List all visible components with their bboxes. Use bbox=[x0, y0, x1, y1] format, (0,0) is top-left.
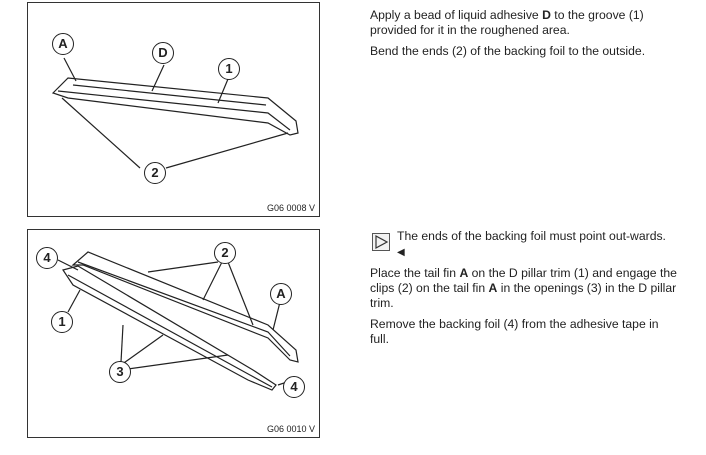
figure-2: 4 2 A 1 3 4 G06 0010 V bbox=[27, 229, 320, 438]
callout-4-top: 4 bbox=[36, 247, 58, 269]
text: Place the tail fin bbox=[370, 266, 460, 280]
callout-a: A bbox=[52, 33, 74, 55]
tail-fin-and-trim-illustration bbox=[57, 251, 299, 391]
callout-1: 1 bbox=[51, 311, 73, 333]
step-bend-ends: Bend the ends (2) of the backing foil to… bbox=[370, 44, 646, 58]
note-icon bbox=[372, 233, 390, 251]
text: on the D pillar trim (1) and engage the … bbox=[370, 266, 677, 295]
text: in the openings (3) in the D pillar trim… bbox=[370, 281, 677, 310]
text: Apply a bead of liquid adhesive bbox=[370, 8, 543, 22]
callout-1: 1 bbox=[218, 58, 240, 80]
note-text: The ends of the backing foil must point … bbox=[397, 229, 666, 243]
figure-caption: G06 0008 V bbox=[266, 203, 315, 213]
tail-fin-illustration bbox=[51, 57, 299, 169]
callout-a: A bbox=[270, 283, 292, 305]
callout-2: 2 bbox=[144, 162, 166, 184]
note: The ends of the backing foil must point … bbox=[397, 229, 667, 260]
step-place-tail-fin: Place the tail fin A on the D pillar tri… bbox=[370, 266, 680, 311]
instructions-bottom: Place the tail fin A on the D pillar tri… bbox=[370, 266, 680, 353]
bold-ref: D bbox=[542, 8, 551, 22]
figure-1: A D 1 2 G06 0008 V bbox=[27, 2, 320, 217]
callout-4-bottom: 4 bbox=[283, 376, 305, 398]
figure-caption: G06 0010 V bbox=[266, 424, 315, 434]
instructions-top: Apply a bead of liquid adhesive D to the… bbox=[370, 8, 690, 65]
step-remove-foil: Remove the backing foil (4) from the adh… bbox=[370, 317, 659, 346]
callout-3: 3 bbox=[109, 361, 131, 383]
step-apply-adhesive: Apply a bead of liquid adhesive D to the… bbox=[370, 8, 690, 38]
end-mark-icon: ◀ bbox=[397, 247, 405, 258]
text: to the groove (1) provided for it in the… bbox=[370, 8, 644, 37]
callout-2: 2 bbox=[214, 242, 236, 264]
bold-ref: A bbox=[459, 266, 469, 280]
callout-d: D bbox=[152, 42, 174, 64]
bold-ref: A bbox=[488, 281, 498, 295]
